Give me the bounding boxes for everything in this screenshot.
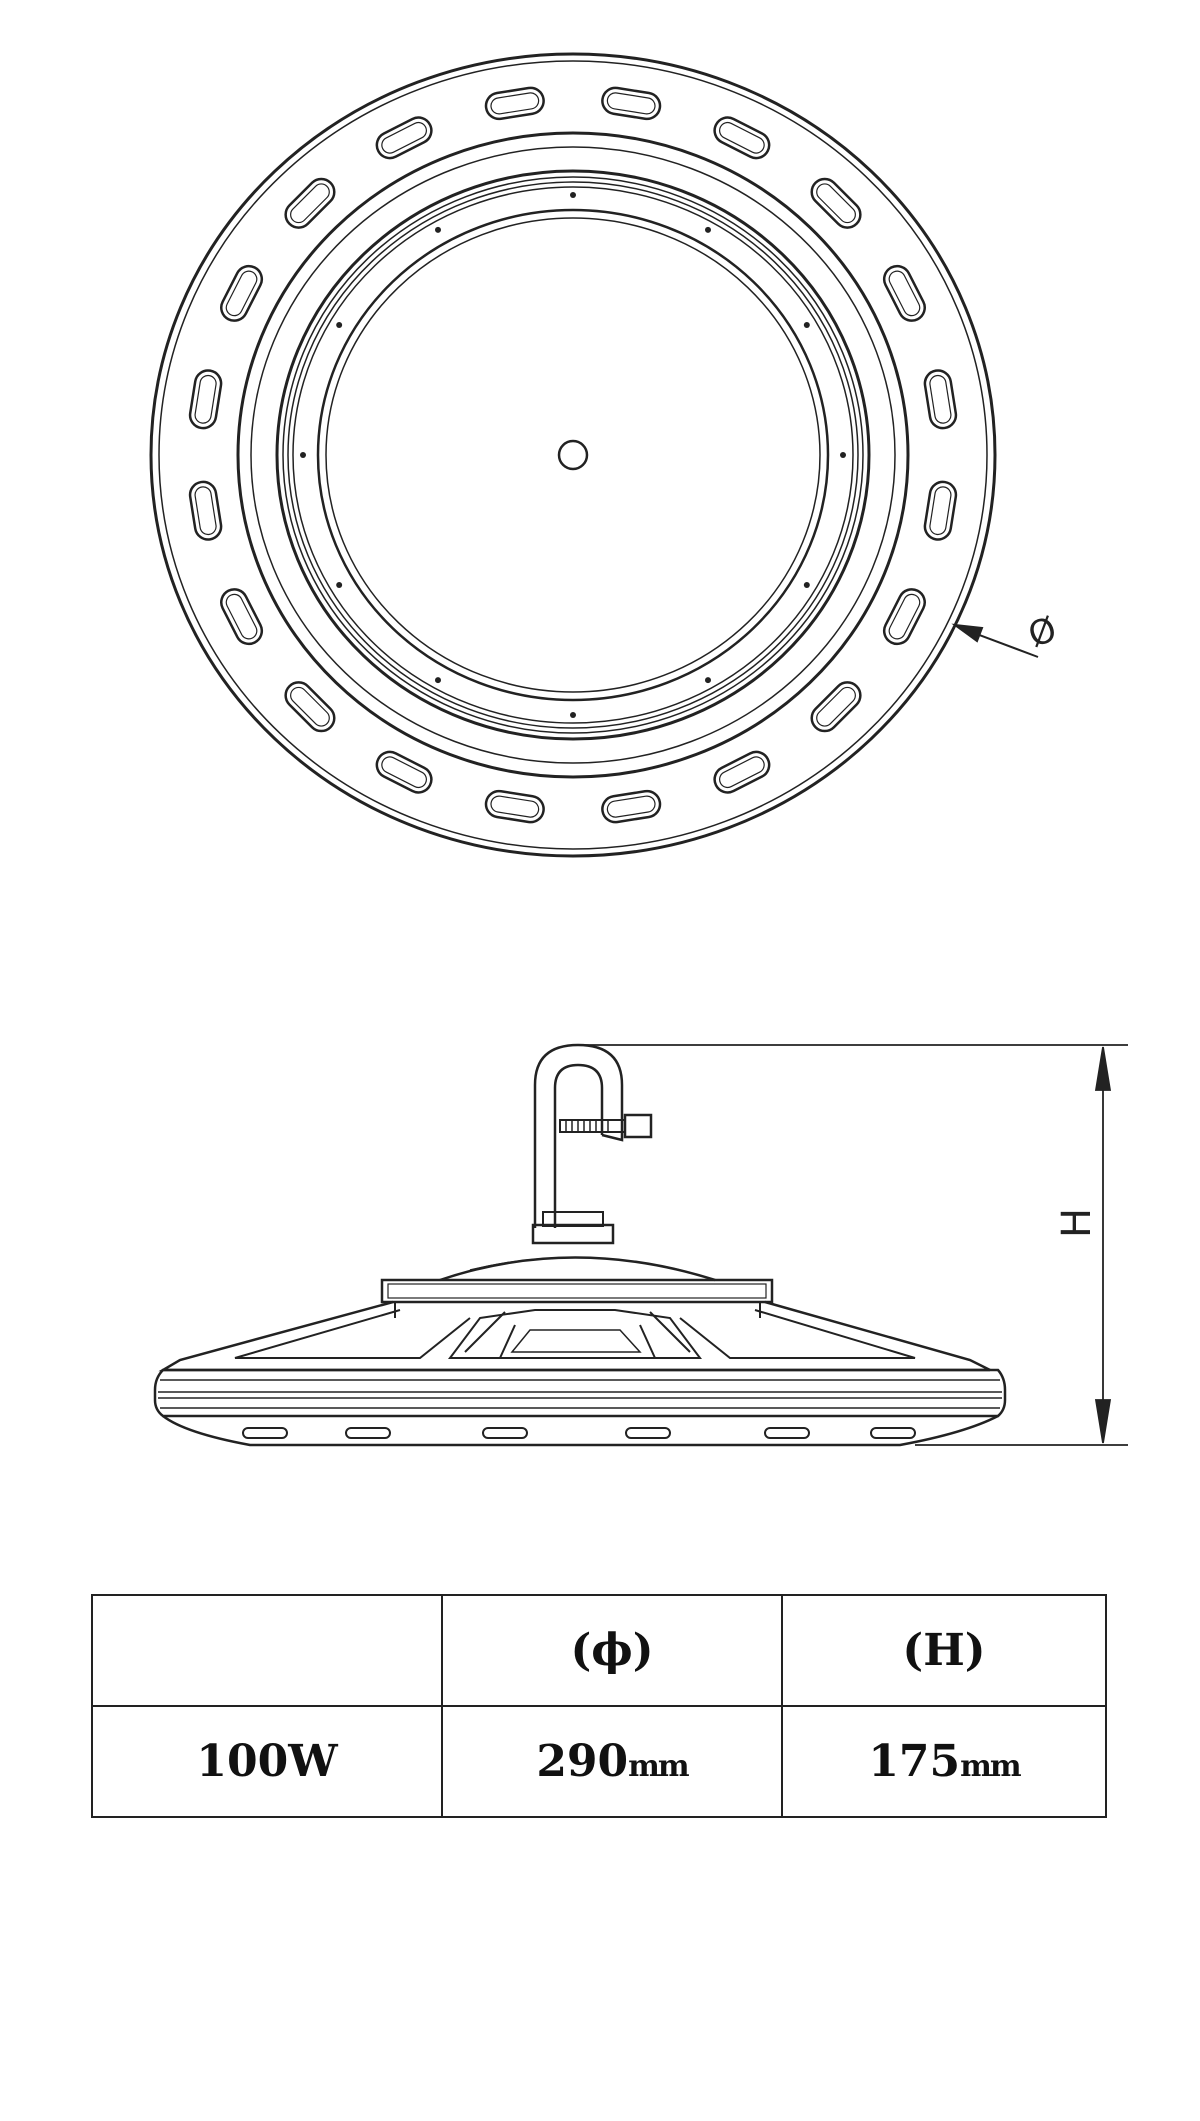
mounting-slot-inner xyxy=(225,593,258,640)
height-dimension xyxy=(580,1044,1128,1446)
side-view-drawing xyxy=(153,1043,1128,1447)
bottom-skirt xyxy=(162,1414,999,1447)
mounting-slot-inner xyxy=(290,183,330,224)
mounting-slot-inner xyxy=(929,374,952,424)
mounting-slot xyxy=(375,750,433,794)
top-view-drawing xyxy=(149,52,1039,858)
side-slots xyxy=(242,1427,916,1439)
diameter-unit: mm xyxy=(628,1749,689,1784)
side-slot xyxy=(482,1427,528,1439)
hanging-hook xyxy=(533,1043,624,1228)
spec-table: (ϕ) (H) 100W 290mm 175mm xyxy=(91,1594,1107,1818)
mounting-slot xyxy=(220,588,264,646)
screw-point xyxy=(435,677,441,684)
screw-point xyxy=(840,452,846,458)
side-slot xyxy=(242,1427,288,1439)
mounting-slot xyxy=(601,86,662,121)
mounting-slot xyxy=(923,369,958,430)
screw-point xyxy=(300,452,306,458)
table-row: 100W 290mm 175mm xyxy=(91,1705,1107,1818)
mounting-slot xyxy=(188,369,223,430)
mounting-slot-inner xyxy=(719,121,765,154)
mounting-slot-inner xyxy=(194,486,217,536)
center-hole xyxy=(557,439,589,471)
mounting-slot-inner xyxy=(719,756,765,789)
cooling-fins xyxy=(158,1300,991,1372)
screw-point xyxy=(803,322,810,328)
mounting-slot-inner xyxy=(194,374,217,424)
mounting-slot xyxy=(484,86,545,121)
mounting-slot xyxy=(188,480,223,541)
power-cell: 100W xyxy=(91,1705,443,1818)
mounting-slot-inner xyxy=(381,121,427,154)
mounting-slot xyxy=(601,789,662,824)
mounting-slot-inner xyxy=(381,756,427,789)
side-slot xyxy=(345,1427,391,1439)
hook-bolt xyxy=(559,1119,626,1133)
header-blank-cell xyxy=(91,1594,443,1707)
height-unit: mm xyxy=(960,1749,1021,1784)
screw-points xyxy=(300,192,846,718)
diameter-cell: 290mm xyxy=(441,1705,783,1818)
mounting-slot-inner xyxy=(816,686,856,727)
mounting-slot xyxy=(713,750,771,794)
side-slot xyxy=(764,1427,810,1439)
mounting-slot xyxy=(284,177,336,229)
mounting-slot-inner xyxy=(290,686,330,727)
mounting-slot xyxy=(713,116,771,160)
mounting-slot xyxy=(375,116,433,160)
mounting-slot-inner xyxy=(606,92,656,115)
side-slot xyxy=(625,1427,671,1439)
inner-flange xyxy=(236,131,910,779)
diameter-arrow xyxy=(951,623,1039,658)
mounting-slot-inner xyxy=(888,593,921,640)
mounting-slot xyxy=(810,681,862,733)
outer-rim xyxy=(153,1368,1007,1418)
screw-point xyxy=(803,582,810,588)
lens-ring xyxy=(316,208,830,702)
screw-point xyxy=(570,712,576,718)
mounting-slot-inner xyxy=(490,795,540,818)
mounting-slot xyxy=(810,177,862,229)
mounting-slot xyxy=(882,264,926,322)
mounting-slots xyxy=(188,86,958,824)
header-diameter-cell: (ϕ) xyxy=(441,1594,783,1707)
table-header-row: (ϕ) (H) xyxy=(91,1594,1107,1707)
mounting-slot xyxy=(882,588,926,646)
mounting-slot-inner xyxy=(929,486,952,536)
side-slot xyxy=(870,1427,916,1439)
top-plate xyxy=(380,1278,774,1304)
mounting-slot xyxy=(923,480,958,541)
screw-point xyxy=(705,677,711,684)
header-height-cell: (H) xyxy=(781,1594,1107,1707)
diameter-value: 290 xyxy=(536,1736,629,1787)
mounting-slot-inner xyxy=(490,92,540,115)
diameter-symbol: Ø xyxy=(1023,609,1062,656)
mounting-slot xyxy=(220,264,264,322)
screw-point xyxy=(336,582,343,588)
screw-point xyxy=(705,226,711,233)
mounting-slot-inner xyxy=(888,270,921,317)
screw-point xyxy=(336,322,343,328)
screw-point xyxy=(435,226,441,233)
mounting-slot-inner xyxy=(606,795,656,818)
height-label: H xyxy=(1054,1208,1100,1238)
screw-point xyxy=(570,192,576,198)
mounting-slot xyxy=(284,681,336,733)
mounting-slot xyxy=(484,789,545,824)
outer-ring xyxy=(149,52,997,858)
height-value: 175 xyxy=(868,1736,961,1787)
housing-ring xyxy=(275,169,871,741)
mounting-slot-inner xyxy=(225,270,258,317)
height-cell: 175mm xyxy=(781,1705,1107,1818)
mounting-slot-inner xyxy=(816,183,856,224)
